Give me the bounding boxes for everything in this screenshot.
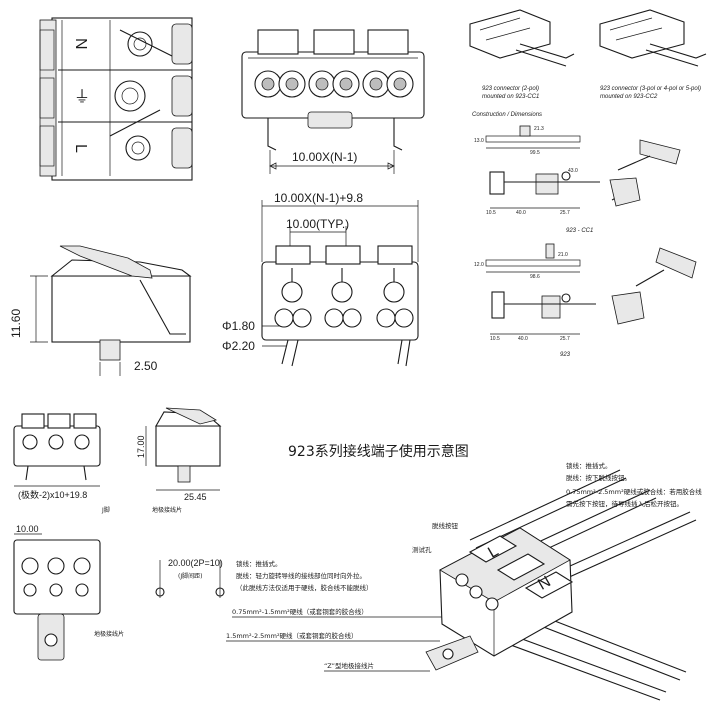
dim-label: 98.6	[530, 274, 540, 280]
test-hole-label: 测试孔	[412, 545, 432, 554]
front-width-dim: 10.00X(N-1)	[292, 150, 357, 164]
pcb-pitch: 20.00(2P=10)	[168, 558, 223, 568]
side-height-dim: 11.60	[9, 309, 23, 338]
ground-tab-z-label: “Z”型地极接线片	[324, 661, 374, 670]
note-right-line: 0.75mm²-2.5mm²硬线或胶合线：若用胶合线	[566, 487, 702, 496]
section-title: Construction / Dimensions	[472, 112, 542, 118]
wire-label-2: 1.5mm²-2.5mm²硬线（或套铜套的胶合线）	[226, 631, 358, 640]
side-view: 11.60 2.50	[9, 245, 192, 376]
note-right-line: 锁线：推插式。	[566, 461, 612, 470]
dim-label: 40.0	[518, 336, 528, 342]
note-left-line: 脱线：轻力旋转导线的接线部位同时向外拉。	[236, 571, 366, 580]
accessory-panel: 923 connector (2-pol) mounted on 923-CC1…	[469, 9, 707, 358]
dim-label: 10.5	[490, 336, 500, 342]
illustration-title: 923系列接线端子使用示意图	[288, 443, 469, 460]
usage-illustration: 923系列接线端子使用示意图 锁线：推插式。 脱线：按下脱线按钮。 0.75mm…	[226, 443, 702, 701]
dim-label: 43.0	[568, 168, 578, 174]
j-pin-label: J脚	[101, 506, 110, 514]
part-label-923: 923	[560, 352, 571, 358]
small-pitch-dim: 10.00	[16, 524, 39, 534]
small-side-width: 25.45	[184, 492, 207, 502]
neutral-mark: N	[72, 38, 89, 50]
release-button-label: 脱线按钮	[432, 521, 459, 530]
label-2pol-sub: mounted on 923-CC1	[482, 94, 539, 100]
overall-dim: 10.00X(N-1)+9.8	[274, 191, 363, 205]
dim-label: 21.3	[534, 126, 544, 132]
dim-label: 12.0	[474, 262, 484, 268]
bottom-ground-label: 地极接线片	[94, 630, 124, 638]
top-view: N ⏚ L	[39, 17, 193, 181]
dim-label: 21.0	[558, 252, 568, 258]
label-345pol-sub: mounted on 923-CC2	[600, 94, 658, 100]
hole-1-dim: Φ1.80	[222, 319, 255, 333]
pcb-pattern: 20.00(2P=10) (J脚间距)	[155, 558, 225, 598]
note-left-line: 锁线：推插式。	[236, 559, 282, 568]
side-width-dim: 2.50	[134, 359, 158, 373]
dim-label: 10.5	[486, 210, 496, 216]
detail-view: 10.00X(N-1)+9.8 10.00(TYP.) Φ1.80 Φ2.20	[222, 191, 419, 367]
label-2pol: 923 connector (2-pol)	[482, 86, 539, 92]
label-345pol: 923 connector (3-pol or 4-pol or 5-pol)	[600, 86, 701, 92]
ground-mark: ⏚	[74, 88, 90, 106]
wire-label-1: 0.75mm²-1.5mm²硬线（或套铜套的胶合线）	[232, 607, 368, 616]
ground-tab-label: 地极接线片	[152, 506, 182, 514]
pcb-pin-spacing: (J脚间距)	[178, 572, 202, 580]
small-front-view: (极数-2)x10+19.8	[13, 413, 101, 500]
hole-2-dim: Φ2.20	[222, 339, 255, 353]
note-right-line: 脱线：按下脱线按钮。	[566, 473, 631, 482]
formula-dim: (极数-2)x10+19.8	[18, 489, 87, 500]
note-left-line: （此脱线方法仅适用于硬线，胶合线不能脱线）	[236, 583, 373, 592]
dim-label: 13.0	[474, 138, 484, 144]
front-view: 10.00X(N-1)	[241, 29, 425, 174]
small-side-view: 17.00 25.45 J脚 地极接线片	[101, 407, 222, 514]
small-bottom-view: 10.00 地极接线片	[13, 524, 124, 661]
accessory-dims: 21.3 13.0 99.5 10.5 40.0 25.7 43.0 12.0 …	[474, 126, 578, 342]
dim-label: 25.7	[560, 210, 570, 216]
part-label-cc1: 923 - CC1	[566, 228, 593, 234]
dim-label: 40.0	[516, 210, 526, 216]
live-mark: L	[72, 144, 89, 153]
small-side-height: 17.00	[136, 435, 146, 458]
dim-label: 25.7	[560, 336, 570, 342]
note-right-line: 需先按下按钮，待导线插入后松开按钮。	[566, 499, 683, 508]
pitch-dim: 10.00(TYP.)	[286, 217, 349, 231]
dim-label: 99.5	[530, 150, 540, 156]
